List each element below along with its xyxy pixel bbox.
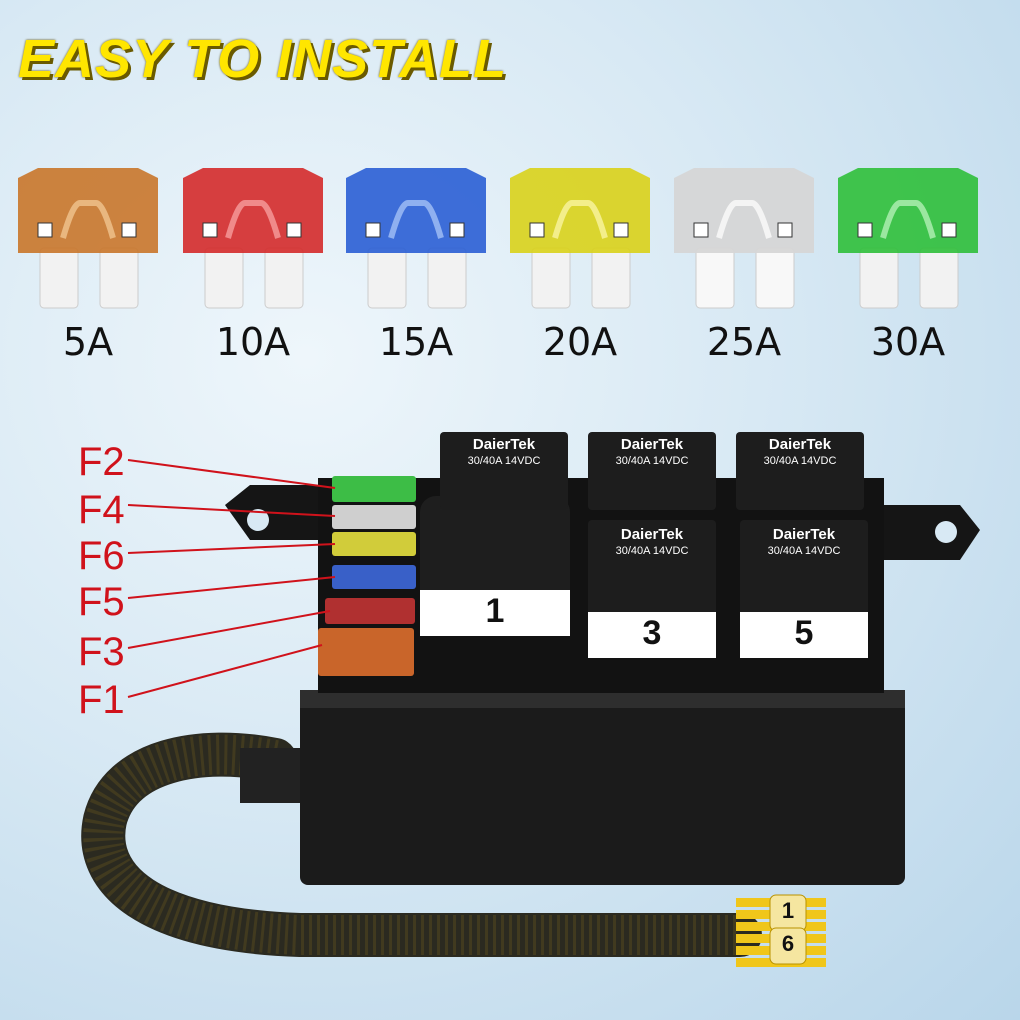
fuse-5a: 5A xyxy=(18,168,158,368)
relay-label-r3: DaierTek 30/40A 14VDC xyxy=(588,526,716,557)
relay-voltage: 14VDC xyxy=(652,545,689,557)
wire-bundle xyxy=(736,894,826,967)
callout-f3: F3 xyxy=(78,630,125,674)
relay-label-r2: DaierTek 30/40A 14VDC xyxy=(440,436,568,467)
callout-f6: F6 xyxy=(78,534,125,578)
fuse-icon xyxy=(510,168,650,309)
fuse-20a: 20A xyxy=(510,168,650,368)
relay-rating: 30/40A xyxy=(763,455,798,467)
relay-slot-number: 5 xyxy=(794,614,814,652)
callout-f1: F1 xyxy=(78,678,125,722)
relay-brand: DaierTek xyxy=(620,436,684,453)
callout-f5: F5 xyxy=(78,580,125,624)
wire-tag: 1 xyxy=(781,898,795,923)
wire-harness xyxy=(81,732,762,957)
relay-slot-number: 1 xyxy=(485,592,505,630)
relay-brand: DaierTek xyxy=(620,526,684,543)
callout-lines xyxy=(127,459,336,698)
headline: EASY TO INSTALL xyxy=(18,29,508,89)
fuse-rating-label: 5A xyxy=(62,320,114,364)
fuse-10a: 10A xyxy=(183,168,323,368)
fuse-lineup: 5A 10A 15A 20A xyxy=(0,168,1020,368)
relay-label-r4: DaierTek 30/40A 14VDC xyxy=(588,436,716,467)
relay-brand: DaierTek xyxy=(768,436,832,453)
fuse-25a: 25A xyxy=(674,168,814,368)
relay-voltage: 14VDC xyxy=(804,545,841,557)
fuse-icon xyxy=(838,168,978,309)
fuse-15a: 15A xyxy=(346,168,486,368)
relay-label-r5: DaierTek 30/40A 14VDC xyxy=(740,526,868,557)
relay-voltage: 14VDC xyxy=(800,455,837,467)
callout-f4: F4 xyxy=(78,488,125,532)
fuse-rating-label: 20A xyxy=(542,320,618,364)
relay-label-r6: DaierTek 30/40A 14VDC xyxy=(736,436,864,467)
fuse-rating-label: 10A xyxy=(215,320,291,364)
relay-brand: DaierTek xyxy=(472,436,536,453)
fuse-icon xyxy=(18,168,158,309)
relay-slot-number: 3 xyxy=(642,614,662,652)
fuse-icon xyxy=(183,168,323,309)
relay-brand: DaierTek xyxy=(772,526,836,543)
fuse-icon xyxy=(346,168,486,309)
callout-f2: F2 xyxy=(78,440,125,484)
fuse-rating-label: 30A xyxy=(870,320,946,364)
fuse-rating-label: 25A xyxy=(706,320,782,364)
relay-rating: 30/40A xyxy=(615,455,650,467)
relay-voltage: 14VDC xyxy=(504,455,541,467)
wire-tag: 6 xyxy=(781,931,795,956)
relay-rating: 30/40A xyxy=(767,545,802,557)
relay-voltage: 14VDC xyxy=(652,455,689,467)
relay-rating: 30/40A xyxy=(615,545,650,557)
installed-fuses xyxy=(318,476,416,676)
fuse-rating-label: 15A xyxy=(378,320,454,364)
relay-rating: 30/40A xyxy=(467,455,502,467)
fuse-icon xyxy=(674,168,814,309)
fuse-30a: 30A xyxy=(838,168,978,368)
